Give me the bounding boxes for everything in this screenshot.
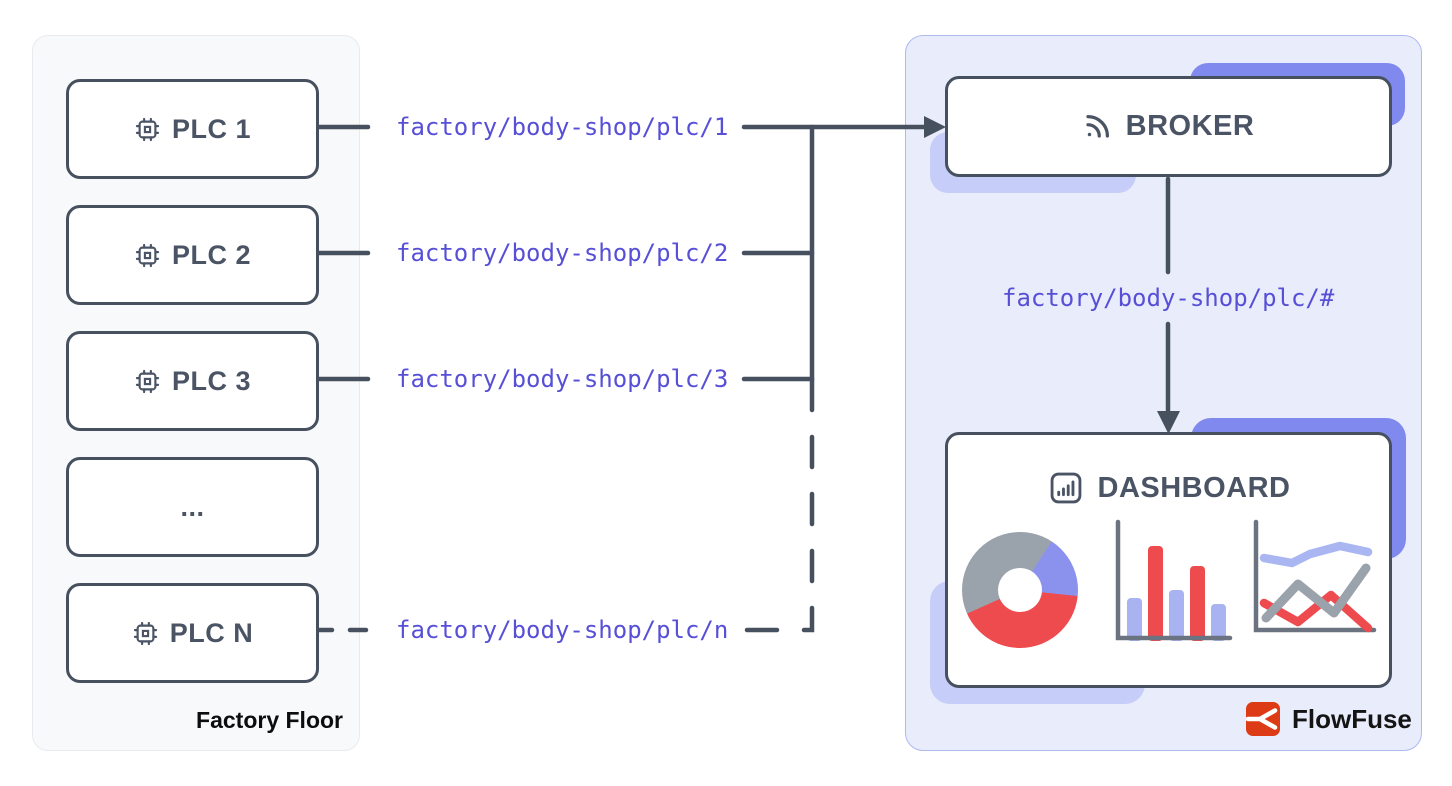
- broker-label: BROKER: [1125, 109, 1255, 142]
- flowfuse-brand: FlowFuse: [1246, 702, 1412, 736]
- plcn-bus-dashed-line: [741, 377, 815, 633]
- plc-n-box: PLC N: [66, 583, 319, 683]
- cpu-icon: [135, 369, 160, 393]
- bar-chart-icon: [1050, 472, 1081, 504]
- plc-1-box: PLC 1: [66, 79, 319, 179]
- donut-chart: [962, 532, 1078, 648]
- topic-label-plc3: factory/body-shop/plc/3: [396, 365, 729, 393]
- broker-box: BROKER: [945, 76, 1392, 177]
- plc-ellipsis-label: ...: [180, 491, 205, 522]
- plc-3-box: PLC 3: [66, 331, 319, 431]
- topic-label-plcn: factory/body-shop/plc/n: [396, 616, 729, 644]
- plc-ellipsis-box: ...: [66, 457, 319, 557]
- plc-n-label: PLC N: [169, 617, 254, 648]
- donut-hole: [998, 568, 1042, 612]
- broker-node: BROKER: [930, 63, 1405, 193]
- plc-3-label: PLC 3: [171, 365, 252, 396]
- dashboard-label: DASHBOARD: [1097, 471, 1291, 504]
- cpu-icon: [135, 117, 160, 141]
- line-series-red: [1259, 590, 1373, 633]
- topic-label-plc2: factory/body-shop/plc/2: [396, 239, 729, 267]
- plc-1-label: PLC 1: [171, 113, 252, 144]
- line-series-blue: [1259, 541, 1373, 568]
- rss-icon: [1086, 115, 1109, 138]
- cpu-icon: [135, 243, 160, 267]
- line-chart: [1253, 519, 1377, 633]
- factory-floor-label: Factory Floor: [196, 707, 343, 733]
- plc-2-label: PLC 2: [171, 239, 252, 270]
- topic-label-plc1: factory/body-shop/plc/1: [396, 113, 729, 141]
- bar-chart: [1115, 519, 1233, 641]
- cpu-icon: [133, 621, 157, 645]
- subscription-topic-label: factory/body-shop/plc/#: [1002, 284, 1335, 312]
- flowfuse-logo: [1246, 702, 1280, 736]
- line-series-gray: [1261, 563, 1371, 623]
- flowfuse-label: FlowFuse: [1292, 703, 1412, 734]
- bar-chart-bars: [1127, 546, 1226, 641]
- plc-2-box: PLC 2: [66, 205, 319, 305]
